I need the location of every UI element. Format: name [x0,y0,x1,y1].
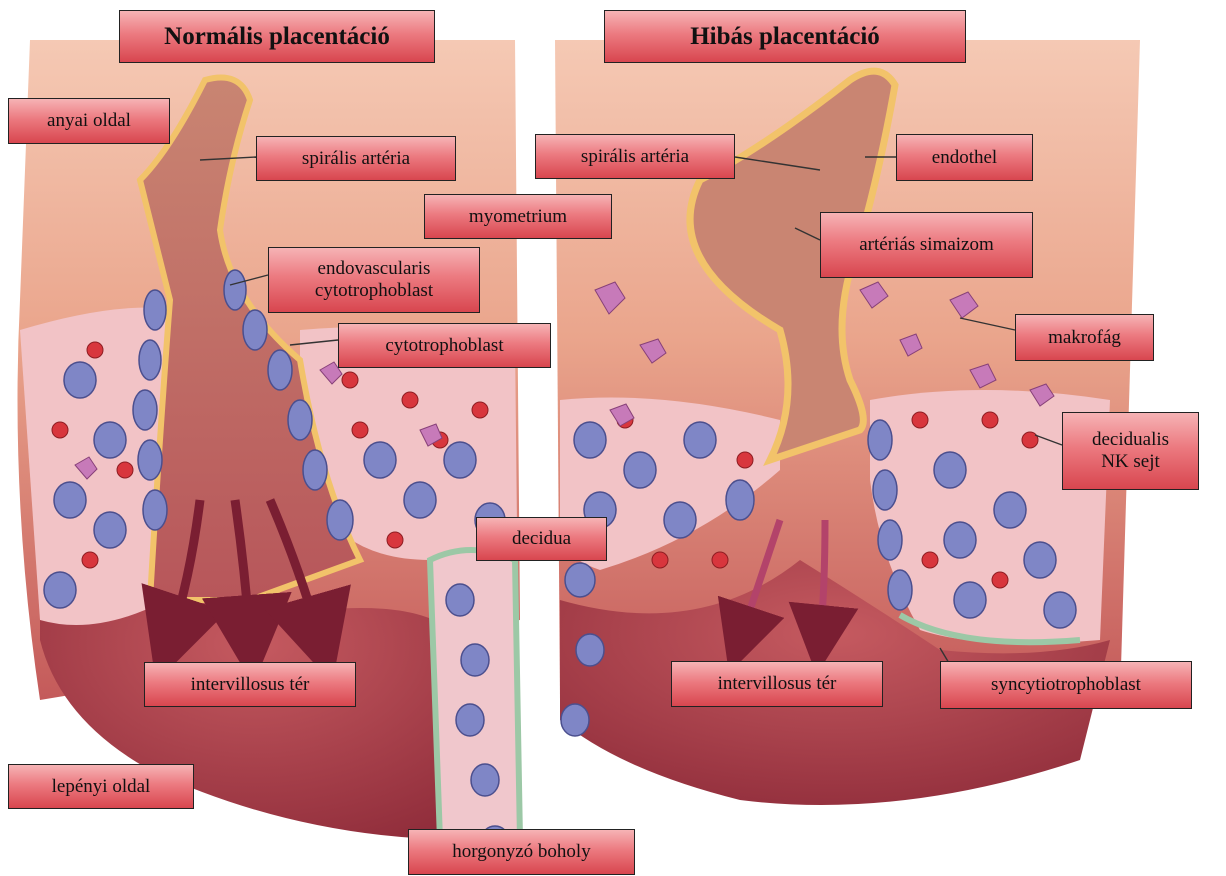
anchoring-villus [430,550,520,840]
label-cytotrophoblast: cytotrophoblast [338,323,551,368]
label-maternal-side: anyai oldal [8,98,170,144]
label-anchoring-villus: horgonyzó boholy [408,829,635,875]
label-decidua: decidua [476,517,607,561]
label-endothel: endothel [896,134,1033,181]
label-decidual-nk-cell: decidualis NK sejt [1062,412,1199,490]
label-intervillous-space-normal: intervillosus tér [144,662,356,707]
label-endovascular-cytotrophoblast: endovascularis cytotrophoblast [268,247,480,313]
label-intervillous-space-defective: intervillosus tér [671,661,883,707]
label-fetal-side: lepényi oldal [8,764,194,809]
title-normal-placentation: Normális placentáció [119,10,435,63]
label-myometrium: myometrium [424,194,612,239]
label-syncytiotrophoblast: syncytiotrophoblast [940,661,1192,709]
label-arterial-smooth-muscle: artériás simaizom [820,212,1033,278]
title-defective-placentation: Hibás placentáció [604,10,966,63]
label-spiral-artery-normal: spirális artéria [256,136,456,181]
label-spiral-artery-defective: spirális artéria [535,134,735,179]
label-macrophage: makrofág [1015,314,1154,361]
